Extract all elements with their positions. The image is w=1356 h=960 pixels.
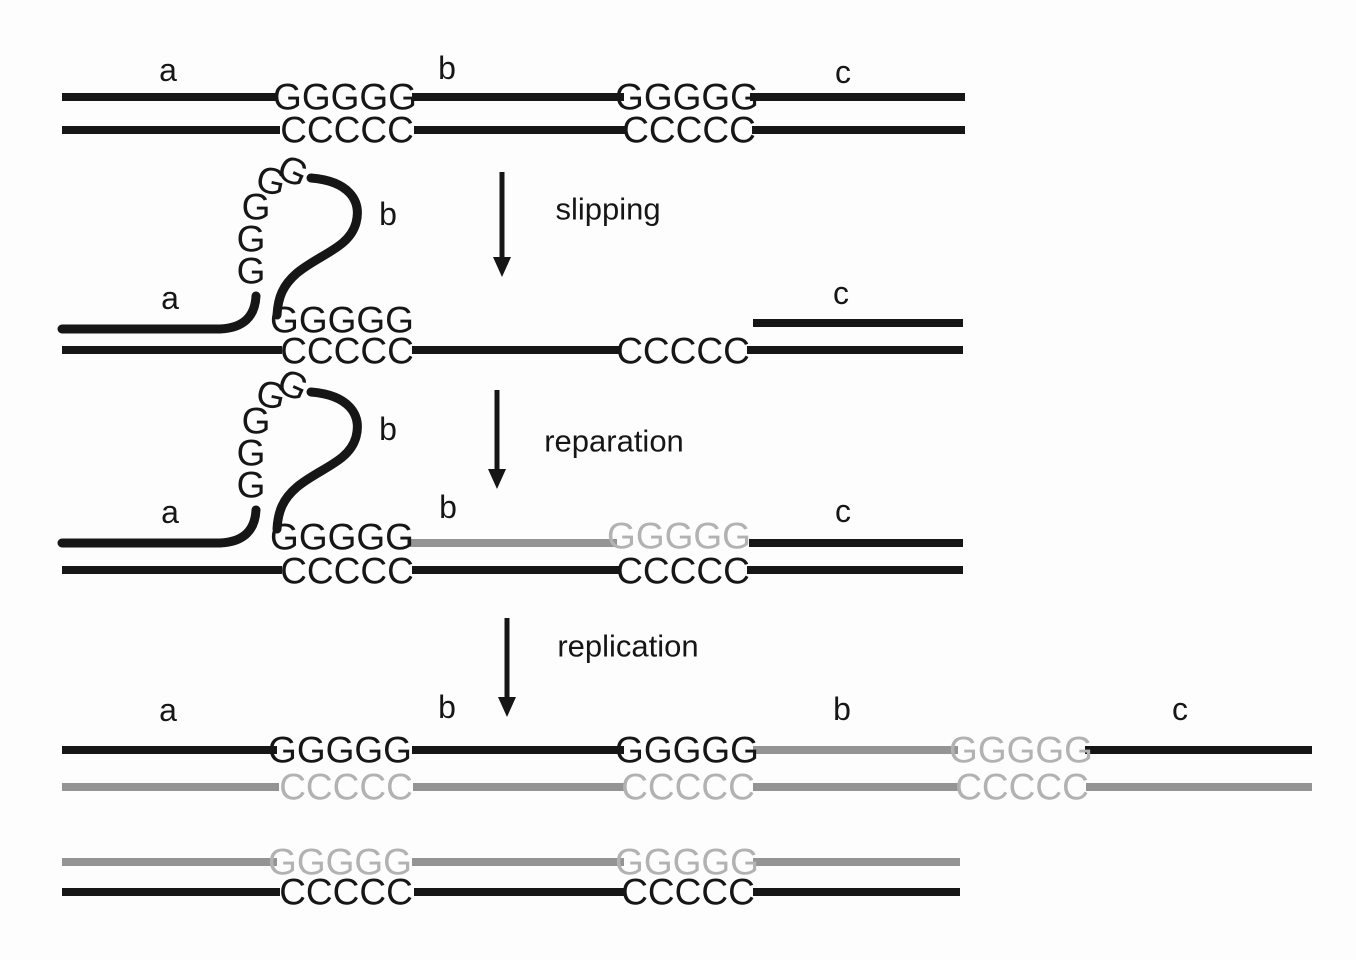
replication-arrow-head: [498, 697, 516, 717]
original-duplex: [62, 93, 965, 134]
loop-base-g3-repaired: G: [241, 400, 271, 442]
repeat-ccccc-product2-1: CCCCC: [279, 871, 413, 913]
repeat-ccccc-slipped-right: CCCCC: [616, 330, 750, 372]
repeat-ccccc-product1-2-gray: CCCCC: [621, 766, 755, 808]
segment-label-b1-product: b: [438, 689, 456, 725]
slipped-loop-curve: [272, 173, 362, 320]
segment-label-b-repaired-loop: b: [379, 411, 397, 447]
slipped-a-strand-curve: [57, 291, 261, 334]
slipping-arrow: [493, 172, 511, 277]
segment-label-b-slipped-loop: b: [379, 196, 397, 232]
reparation-arrow: [488, 390, 506, 489]
segment-label-a-product: a: [159, 692, 177, 728]
reparation-arrow-head: [488, 469, 506, 489]
repeat-ggggg-original-left: GGGGG: [273, 76, 417, 118]
loop-base-g2-slipped: G: [236, 218, 266, 260]
slipped-structure: [57, 173, 963, 354]
segment-label-c-original: c: [835, 54, 851, 90]
replication-arrow: [498, 618, 516, 717]
loop-base-g1-slipped: G: [236, 250, 266, 292]
repeat-ggggg-product2-1-gray: GGGGG: [268, 841, 412, 883]
repeat-ccccc-product1-1-gray: CCCCC: [279, 766, 413, 808]
product-duplex-expanded: [62, 746, 1312, 791]
repeat-ccccc-repaired-right: CCCCC: [616, 550, 750, 592]
repeat-ccccc-repaired-left: CCCCC: [280, 550, 414, 592]
repeat-ggggg-product2-2-gray: GGGGG: [615, 841, 759, 883]
repeat-ggggg-product1-1: GGGGG: [268, 729, 412, 771]
step-label-reparation: reparation: [544, 423, 684, 459]
repeat-ggggg-original-right: GGGGG: [615, 76, 759, 118]
segment-label-b-original: b: [438, 50, 456, 86]
segment-label-c-product: c: [1172, 691, 1188, 727]
repeat-ggggg-product1-2: GGGGG: [615, 729, 759, 771]
loop-base-g1-repaired: G: [236, 464, 266, 506]
repaired-loop-curve: [272, 387, 362, 534]
segment-label-a-slipped: a: [161, 280, 179, 316]
segment-label-a-repaired: a: [161, 494, 179, 530]
segment-label-b2-product: b: [833, 691, 851, 727]
repeat-ggggg-repaired-new-gray: GGGGG: [607, 515, 751, 557]
repeat-ggggg-repaired-paired: GGGGG: [270, 516, 414, 558]
repeat-ggggg-slipped-paired: GGGGG: [270, 299, 414, 341]
loop-base-g3-slipped: G: [241, 186, 271, 228]
repeat-ggggg-product1-3-gray: GGGGG: [949, 729, 1093, 771]
segment-label-a-original: a: [159, 52, 177, 88]
repeat-ccccc-product2-2: CCCCC: [621, 871, 755, 913]
repeat-ccccc-original-right: CCCCC: [622, 109, 756, 151]
repaired-a-strand-curve: [57, 505, 261, 548]
segment-label-c-repaired: c: [835, 493, 851, 529]
loop-base-g2-repaired: G: [236, 432, 266, 474]
repeat-ccccc-product1-3-gray: CCCCC: [955, 766, 1089, 808]
repaired-structure: [57, 387, 963, 574]
slipping-arrow-head: [493, 257, 511, 277]
repeat-ccccc-original-left: CCCCC: [280, 109, 414, 151]
step-label-slipping: slipping: [555, 191, 661, 227]
product-duplex-original: [62, 858, 960, 896]
step-label-replication: replication: [557, 628, 699, 664]
repeat-ccccc-slipped-left: CCCCC: [280, 330, 414, 372]
segment-label-b-repaired-new: b: [439, 489, 457, 525]
segment-label-c-slipped: c: [833, 275, 849, 311]
